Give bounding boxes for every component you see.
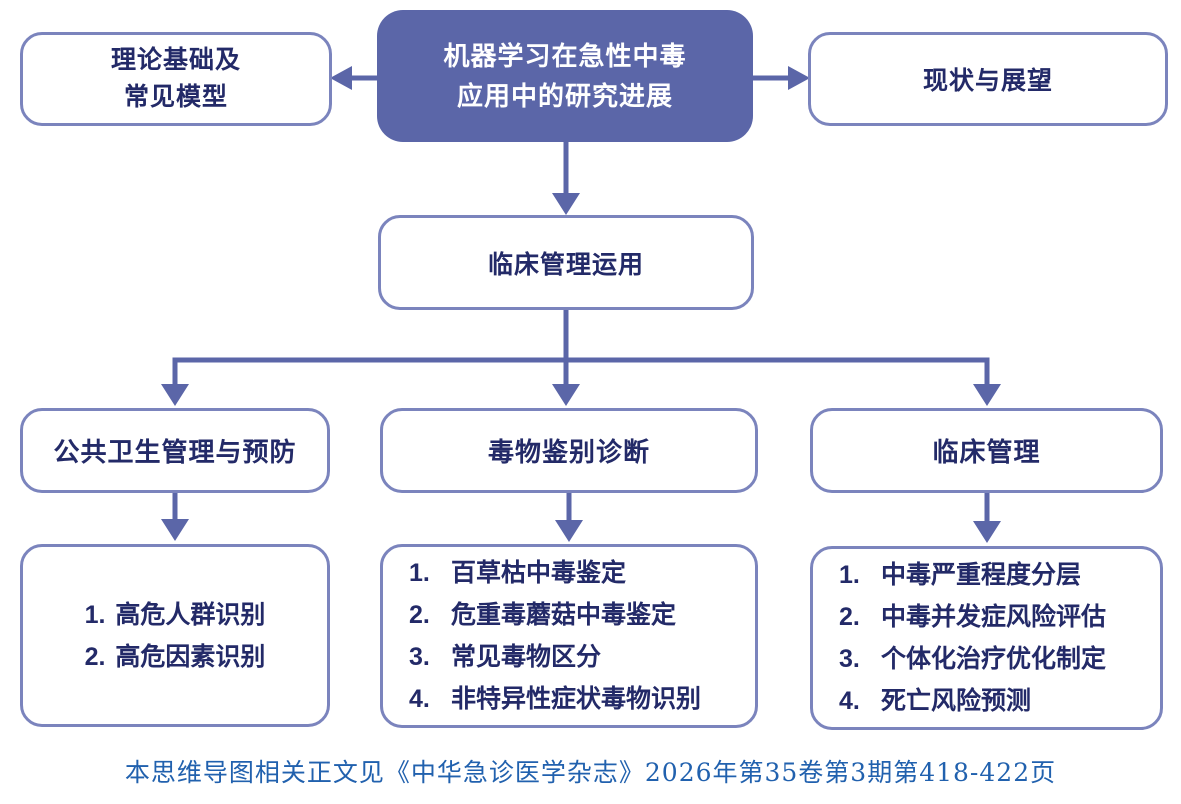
node-clinical-use: 临床管理运用 <box>378 215 754 310</box>
connector-public-health-to-list-arrow <box>161 492 189 541</box>
list-item-text: 高危人群识别 <box>115 600 266 629</box>
numbered-list: 1. 百草枯中毒鉴定 2. 危重毒蘑菇中毒鉴定 3. 常见毒物区分 4. 非特异性症状毒物识别 <box>409 552 701 720</box>
node-status-outlook: 现状与展望 <box>808 32 1168 126</box>
list-item-text: 非特异性症状毒物识别 <box>451 685 702 713</box>
list-item-text: 危重毒蘑菇中毒鉴定 <box>451 601 677 629</box>
list-item-number: 1. <box>409 559 430 587</box>
node-root-title: 机器学习在急性中毒 应用中的研究进展 <box>377 10 753 142</box>
list-item-text: 中毒并发症风险评估 <box>881 603 1107 631</box>
node-root-line2: 应用中的研究进展 <box>456 81 673 111</box>
node-public-health: 公共卫生管理与预防 <box>20 408 330 493</box>
list-item: 4. 死亡风险预测 <box>839 680 1106 722</box>
list-item-number: 4. <box>839 687 860 715</box>
list-item-number: 2. <box>84 642 106 671</box>
list-item-number: 1. <box>839 561 860 589</box>
connector-clinical-mgmt-to-list-arrow <box>973 492 1001 543</box>
node-toxin-identification-label: 毒物鉴别诊断 <box>487 437 650 467</box>
node-clinical-management: 临床管理 <box>810 408 1163 493</box>
list-toxin-identification-items: 1. 百草枯中毒鉴定 2. 危重毒蘑菇中毒鉴定 3. 常见毒物区分 4. 非特异性症状毒物识别 <box>380 544 758 728</box>
citation-text: 本思维导图相关正文见《中华急诊医学杂志》2026年第35卷第3期第418-422… <box>124 758 1057 787</box>
numbered-list: 1. 高危人群识别 2. 高危因素识别 <box>85 594 266 678</box>
node-theory-basics: 理论基础及 常见模型 <box>20 32 332 126</box>
node-root-line1: 机器学习在急性中毒 <box>443 41 687 71</box>
list-item-number: 4. <box>409 685 430 713</box>
list-item-number: 3. <box>839 645 860 673</box>
list-public-health-items: 1. 高危人群识别 2. 高危因素识别 <box>20 544 330 727</box>
list-item-text: 中毒严重程度分层 <box>881 561 1082 589</box>
connector-root-to-clinical-use-arrow <box>552 140 580 215</box>
list-item-number: 3. <box>409 643 430 671</box>
node-theory-line1: 理论基础及 <box>110 46 241 74</box>
list-item: 1. 中毒严重程度分层 <box>839 554 1106 596</box>
list-item: 3. 个体化治疗优化制定 <box>839 638 1106 680</box>
numbered-list: 1. 中毒严重程度分层 2. 中毒并发症风险评估 3. 个体化治疗优化制定 4. 死亡风险预测 <box>839 554 1106 722</box>
connector-root-to-theory-arrow <box>330 66 377 90</box>
connector-toxin-id-to-list-arrow <box>555 492 583 542</box>
connector-split-three-way <box>161 308 1001 406</box>
list-item-number: 2. <box>409 601 430 629</box>
node-toxin-identification: 毒物鉴别诊断 <box>380 408 758 493</box>
connector-root-to-outlook-arrow <box>752 66 810 90</box>
list-item-text: 死亡风险预测 <box>881 687 1032 715</box>
list-item: 4. 非特异性症状毒物识别 <box>409 678 701 720</box>
list-item-number: 2. <box>839 603 860 631</box>
node-theory-line2: 常见模型 <box>123 83 228 111</box>
list-item: 2. 高危因素识别 <box>85 636 266 678</box>
list-clinical-management-items: 1. 中毒严重程度分层 2. 中毒并发症风险评估 3. 个体化治疗优化制定 4. 死亡风险预测 <box>810 546 1163 730</box>
node-status-outlook-label: 现状与展望 <box>922 67 1053 95</box>
list-item: 1. 高危人群识别 <box>85 594 266 636</box>
list-item-text: 高危因素识别 <box>115 642 266 671</box>
list-item-text: 常见毒物区分 <box>451 643 602 671</box>
list-item-text: 个体化治疗优化制定 <box>881 645 1107 673</box>
node-clinical-management-label: 临床管理 <box>932 437 1041 467</box>
list-item: 2. 中毒并发症风险评估 <box>839 596 1106 638</box>
list-item: 3. 常见毒物区分 <box>409 636 701 678</box>
node-clinical-use-label: 临床管理运用 <box>487 250 644 279</box>
node-public-health-label: 公共卫生管理与预防 <box>53 437 297 467</box>
list-item: 2. 危重毒蘑菇中毒鉴定 <box>409 594 701 636</box>
list-item-number: 1. <box>84 600 106 629</box>
list-item-text: 百草枯中毒鉴定 <box>451 559 627 587</box>
list-item: 1. 百草枯中毒鉴定 <box>409 552 701 594</box>
